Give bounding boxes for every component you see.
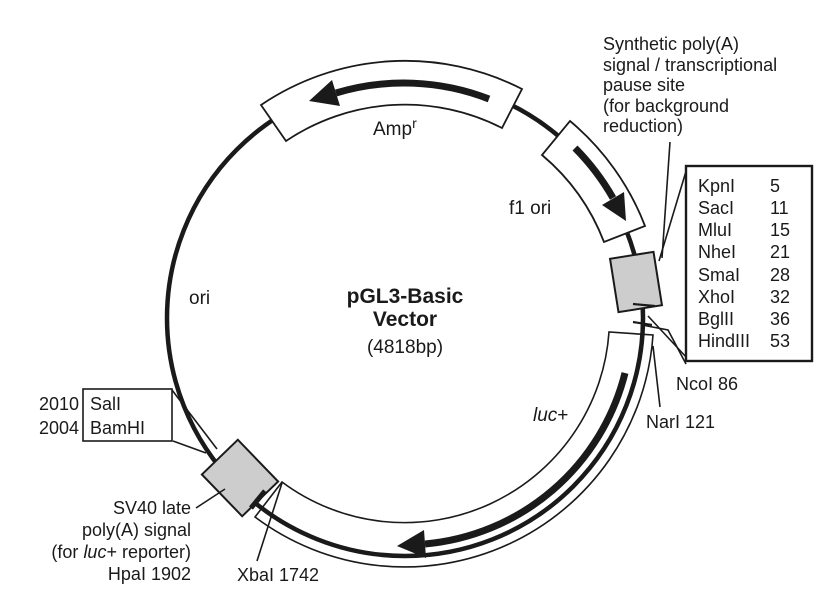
amp-arrowhead-icon <box>309 80 340 106</box>
plasmid-title: pGL3-Basic Vector (4818bp) <box>347 285 464 358</box>
mcs-site-name: HindIII <box>698 331 750 351</box>
ori-label: ori <box>189 288 210 309</box>
plasmid-size: (4818bp) <box>367 337 443 358</box>
xbai-leader-line <box>256 482 283 562</box>
mcs-sites-box <box>684 164 814 363</box>
polya-note-line4: (for background <box>603 96 729 116</box>
mcs-site-name: BglII <box>698 309 734 329</box>
salbam-callout-line-top <box>171 389 218 450</box>
nari-site-label: NarI 121 <box>646 412 715 432</box>
f1-ori-label: f1 ori <box>509 198 551 219</box>
polya-note-line1: Synthetic poly(A) <box>603 34 739 54</box>
polya-note-line3: pause site <box>603 75 685 95</box>
mcs-sites-list: KpnI 5 SacI 11 MluI 15 NheI 21 SmaI 28 X… <box>698 176 790 351</box>
polya-note-line5: reduction) <box>603 116 683 136</box>
ncoi-leader-line <box>641 324 687 365</box>
mcs-site-position: 28 <box>770 265 790 285</box>
mcs-site-name: SacI <box>698 198 734 218</box>
synthetic-polya-marker <box>608 250 664 314</box>
nari-leader-line <box>652 345 661 408</box>
bamhi-position: 2004 <box>39 418 79 438</box>
polya-note-line2: signal / transcriptional <box>603 55 777 75</box>
bamhi-name: BamHI <box>90 418 145 438</box>
mcs-box-leader-bottom <box>647 315 688 359</box>
mcs-site-position: 5 <box>770 176 780 196</box>
ncoi-site-tick <box>632 320 653 327</box>
sv40-polya-marker <box>200 438 280 518</box>
mcs-site-position: 11 <box>770 198 789 218</box>
luc-gene-band <box>253 331 654 568</box>
sv40-note-line3: (for luc+ reporter) <box>51 542 191 562</box>
salbam-labels: 2010 SalI 2004 BamHI <box>39 394 145 438</box>
f1-ori-band <box>540 119 647 244</box>
hpai-site-label: HpaI 1902 <box>108 564 191 584</box>
sv40-note-line1: SV40 late <box>113 498 191 518</box>
amp-gene-band <box>259 59 524 143</box>
f1-ori-arrow-shaft <box>572 145 617 200</box>
luc-arrow-shaft <box>424 372 629 548</box>
mcs-site-position: 53 <box>770 331 790 351</box>
ncoi-site-label: NcoI 86 <box>676 374 738 394</box>
amp-superscript: r <box>412 115 417 131</box>
mcs-site-position: 32 <box>770 287 790 307</box>
mcs-site-name: NheI <box>698 242 736 262</box>
plasmid-title-line1: pGL3-Basic <box>347 285 464 308</box>
mcs-site-position: 15 <box>770 220 790 240</box>
polya-note-leader-line <box>661 141 671 259</box>
mcs-site-name: SmaI <box>698 265 740 285</box>
mcs-box-leader-top <box>658 167 688 262</box>
mcs-site-position: 21 <box>770 242 790 262</box>
mcs-site-position: 36 <box>770 309 790 329</box>
sal-position: 2010 <box>39 394 79 414</box>
sv40-note-line2: poly(A) signal <box>82 520 191 540</box>
sv40-leader-line <box>195 488 226 509</box>
mcs-site-name: KpnI <box>698 176 735 196</box>
salbam-callout-box <box>82 388 173 442</box>
sal-name: SalI <box>90 394 121 414</box>
xbai-site-tick <box>249 489 267 510</box>
luc-gene-label: luc+ <box>533 405 568 426</box>
sv40-note: SV40 late poly(A) signal (for luc+ repor… <box>51 498 191 584</box>
mcs-site-name: XhoI <box>698 287 735 307</box>
amp-gene-label: Ampr <box>373 115 417 140</box>
mcs-site-name: MluI <box>698 220 732 240</box>
plasmid-title-line2: Vector <box>373 308 437 331</box>
mcs-site-tick <box>632 302 656 308</box>
salbam-callout-line-bottom <box>172 440 207 454</box>
luc-arrowhead-icon <box>397 530 426 558</box>
amp-arrow-shaft <box>334 79 491 103</box>
xbai-site-label: XbaI 1742 <box>237 565 319 585</box>
synthetic-polya-note: Synthetic poly(A) signal / transcription… <box>603 34 777 136</box>
f1-ori-arrowhead-icon <box>602 192 626 221</box>
